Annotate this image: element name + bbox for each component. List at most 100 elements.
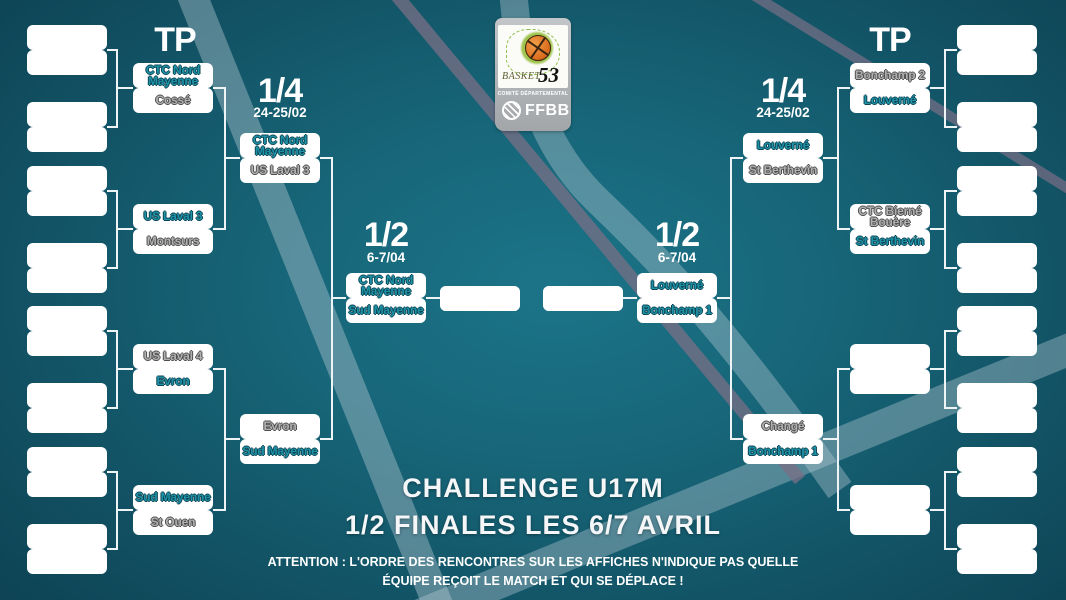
- team-slot: [957, 472, 1037, 497]
- match-box-quarter-right: Louverné St Berthevin: [743, 133, 823, 183]
- team-slot: US Laval 3: [240, 158, 320, 183]
- basket53-ffbb-logo: BASKET 53 COMITÉ DÉPARTEMENTAL FFBB: [495, 18, 571, 131]
- team-slot: Evron: [240, 414, 320, 439]
- team-name: Changé: [761, 419, 805, 434]
- match-box-round1-right: [957, 524, 1037, 574]
- team-slot: [957, 166, 1037, 191]
- team-name: St Berthevin: [855, 234, 925, 249]
- round-label-quarter-right: 1/4: [760, 72, 806, 110]
- team-slot: [957, 243, 1037, 268]
- match-box-round1-right: [957, 102, 1037, 152]
- team-slot: [957, 408, 1037, 433]
- team-slot: [957, 306, 1037, 331]
- team-name: Cossé: [155, 93, 191, 108]
- match-box-round1-left: [27, 166, 107, 216]
- connector-line: [331, 297, 346, 299]
- match-box-semi-left: CTC Nord Mayenne Sud Mayenne: [346, 273, 426, 323]
- match-box-quarter-left: Evron Sud Mayenne: [240, 414, 320, 464]
- notice-line-1: ATTENTION : L'ORDRE DES RENCONTRES SUR L…: [267, 555, 799, 569]
- team-slot: [957, 383, 1037, 408]
- basketball-icon: [525, 35, 551, 61]
- team-slot: [27, 306, 107, 331]
- round-date-quarter-right: 24-25/02: [756, 105, 810, 120]
- match-box-tp-left: CTC Nord Mayenne Cossé: [133, 63, 213, 113]
- notice-line-2: ÉQUIPE REÇOIT LE MATCH ET QUI SE DÉPLACE…: [382, 574, 684, 588]
- round-date-semi-left: 6-7/04: [366, 250, 406, 265]
- team-slot: Sud Mayenne: [346, 298, 426, 323]
- logo-emblem: BASKET 53: [498, 25, 568, 88]
- connector-line: [930, 87, 946, 89]
- team-slot: [27, 25, 107, 50]
- connector-line: [717, 297, 732, 299]
- team-name: Sud Mayenne: [242, 444, 318, 459]
- round-label-semi-left: 1/2: [363, 216, 409, 254]
- match-box-round1-left: [27, 447, 107, 497]
- team-slot: St Ouen: [133, 510, 213, 535]
- team-slot: [957, 50, 1037, 75]
- connector-line: [116, 87, 133, 89]
- team-name: Montsurs: [146, 234, 200, 249]
- team-slot: St Berthevin: [743, 158, 823, 183]
- match-box-round1-right: [957, 166, 1037, 216]
- team-slot: [957, 524, 1037, 549]
- team-name: St Berthevin: [748, 163, 818, 178]
- team-slot: CTC Nord Mayenne: [133, 63, 213, 88]
- team-slot: [957, 549, 1037, 574]
- team-name: Bonchamp 2: [854, 68, 925, 83]
- round-date-quarter-left: 24-25/02: [253, 105, 307, 120]
- team-slot: CTC Bierné Bouère: [850, 204, 930, 229]
- team-slot: [850, 344, 930, 369]
- semifinal-date-title: 1/2 FINALES LES 6/7 AVRIL: [344, 510, 722, 540]
- team-slot: Sud Mayenne: [240, 439, 320, 464]
- team-name: Louverné: [863, 93, 917, 108]
- round-label-tp-right: TP: [869, 21, 911, 59]
- connector-line: [116, 509, 133, 511]
- team-slot: Changé: [743, 414, 823, 439]
- team-name: US Laval 4: [143, 349, 203, 364]
- team-slot: [957, 447, 1037, 472]
- match-box-round1-left: [27, 306, 107, 356]
- match-box-round1-right: [957, 447, 1037, 497]
- connector-line: [823, 438, 839, 440]
- team-slot: [440, 286, 520, 311]
- match-box-round1-left: [27, 524, 107, 574]
- match-box-round1-right: [957, 25, 1037, 75]
- team-slot: [850, 369, 930, 394]
- team-slot: St Berthevin: [850, 229, 930, 254]
- match-box-round1-left: [27, 243, 107, 293]
- round-label-tp-left: TP: [154, 21, 196, 59]
- logo-brand: BASKET: [502, 71, 541, 82]
- team-name: St Ouen: [150, 515, 196, 530]
- round-label-semi-right: 1/2: [654, 216, 700, 254]
- team-slot: [27, 127, 107, 152]
- match-box-round1-right: [957, 383, 1037, 433]
- team-slot: US Laval 4: [133, 344, 213, 369]
- team-slot: [957, 25, 1037, 50]
- team-slot: [27, 191, 107, 216]
- team-name: US Laval 3: [250, 163, 310, 178]
- team-slot: US Laval 3: [133, 204, 213, 229]
- team-slot: CTC Nord Mayenne: [346, 273, 426, 298]
- team-slot: [27, 383, 107, 408]
- team-slot: Cossé: [133, 88, 213, 113]
- team-name: Evron: [263, 419, 297, 434]
- team-slot: [957, 191, 1037, 216]
- connector-line: [930, 509, 946, 511]
- team-slot: Sud Mayenne: [133, 485, 213, 510]
- connector-line: [426, 297, 440, 299]
- team-slot: Montsurs: [133, 229, 213, 254]
- team-name: Sud Mayenne: [135, 490, 211, 505]
- team-slot: [850, 510, 930, 535]
- team-slot: Bonchamp 2: [850, 63, 930, 88]
- team-name: Louverné: [650, 278, 704, 293]
- logo-committee: COMITÉ DÉPARTEMENTAL: [497, 91, 569, 97]
- team-slot: [27, 166, 107, 191]
- round-date-semi-right: 6-7/04: [657, 250, 697, 265]
- team-slot: Bonchamp 1: [637, 298, 717, 323]
- team-slot: [27, 331, 107, 356]
- connector-line: [116, 228, 133, 230]
- connector-line: [823, 157, 839, 159]
- team-name: CTC Nord Mayenne: [252, 133, 308, 158]
- team-slot: [27, 447, 107, 472]
- connector-line: [116, 368, 133, 370]
